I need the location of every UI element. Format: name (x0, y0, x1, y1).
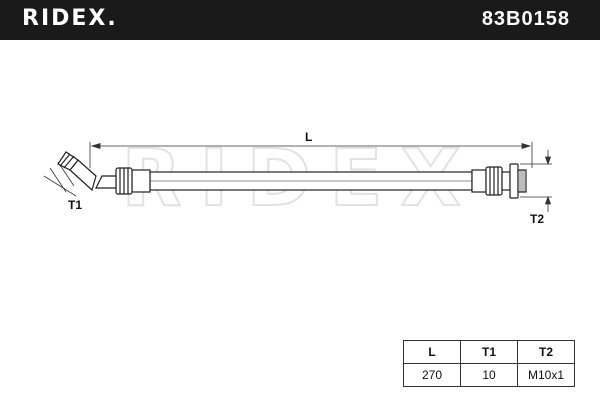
spec-header-t1: T1 (460, 340, 518, 364)
t2-dimension (520, 150, 552, 212)
header-bar: RIDEX. 83B0158 (0, 0, 600, 40)
spec-header-l: L (403, 340, 461, 364)
spec-table: L T1 T2 270 10 M10x1 (403, 340, 575, 387)
spec-value-l: 270 (403, 363, 461, 387)
right-threaded-fitting (501, 163, 527, 199)
label-l: L (305, 130, 313, 144)
spec-header-row: L T1 T2 (403, 340, 575, 364)
left-bent-fitting (57, 151, 117, 192)
left-ferrule (115, 167, 151, 195)
right-ferrule (471, 166, 503, 196)
brand-logo: RIDEX. (22, 6, 118, 31)
label-t1: T1 (68, 198, 83, 212)
spec-header-t2: T2 (517, 340, 575, 364)
label-t2: T2 (530, 212, 545, 226)
spec-value-row: 270 10 M10x1 (403, 363, 575, 387)
hose-body (149, 171, 473, 191)
part-number: 83B0158 (481, 8, 570, 30)
spec-value-t2: M10x1 (517, 363, 575, 387)
spec-value-t1: 10 (460, 363, 518, 387)
